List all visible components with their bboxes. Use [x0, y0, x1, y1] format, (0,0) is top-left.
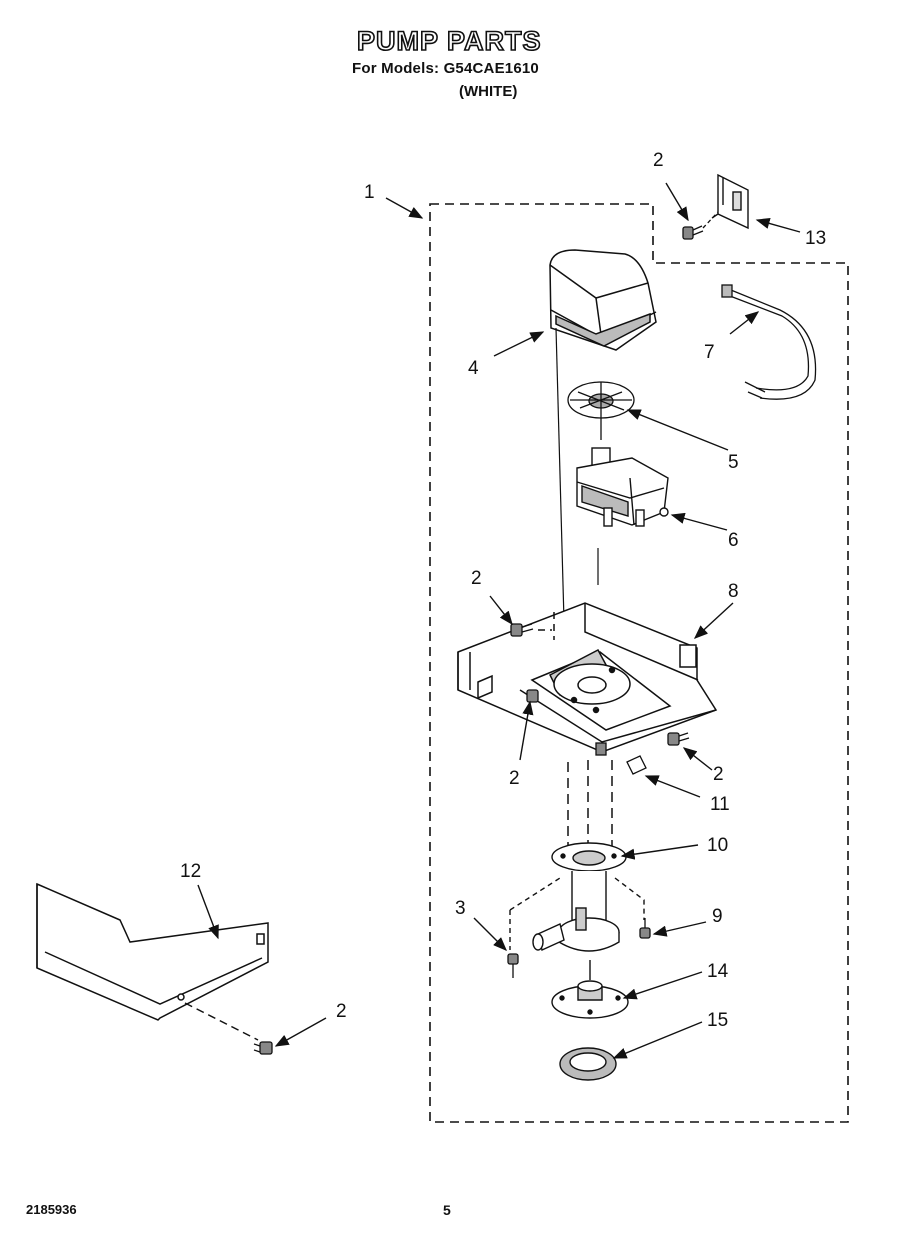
cover-panel-part-12 [36, 882, 269, 1041]
pump-cover-part-4 [549, 249, 657, 351]
callout-15: 15 [707, 1010, 728, 1031]
callout-6: 6 [728, 530, 739, 551]
screw-base-right [667, 732, 690, 746]
callout-11: 11 [710, 794, 730, 815]
wire-harness-part-7 [721, 284, 817, 400]
pump-body [509, 871, 645, 952]
callout-2-left-screw: 2 [471, 568, 482, 589]
base-plate-part-8 [457, 602, 718, 753]
callout-12: 12 [180, 861, 201, 882]
page-title: PUMP PARTS [356, 25, 542, 57]
screw-base-mid [526, 689, 539, 703]
callout-2-mid-left: 2 [509, 768, 520, 789]
screw-part-9 [639, 918, 651, 939]
callout-8: 8 [728, 581, 739, 602]
callout-7: 7 [704, 342, 715, 363]
footer-part-number: 2185936 [26, 1202, 77, 1217]
callout-2-top: 2 [653, 150, 664, 171]
callout-9: 9 [712, 906, 723, 927]
color-note: (WHITE) [459, 83, 518, 100]
callout-2-bottom-left: 2 [336, 1001, 347, 1022]
clip-part-11 [595, 742, 647, 775]
screw-base-left [510, 623, 534, 637]
gasket-part-15 [559, 1047, 617, 1081]
models-line: For Models: G54CAE1610 [352, 60, 539, 77]
fan-blade-part-5 [567, 381, 635, 440]
callout-1: 1 [364, 182, 375, 203]
callout-14: 14 [707, 961, 729, 982]
pump-shaft-dashes [567, 760, 613, 848]
screw-top [682, 211, 719, 240]
motor-part-6 [576, 447, 669, 527]
callout-2-mid-right: 2 [713, 764, 724, 785]
callout-4: 4 [468, 358, 479, 379]
callout-13: 13 [805, 228, 826, 249]
screw-panel [253, 1041, 273, 1055]
footer-page-number: 5 [443, 1202, 451, 1218]
leader-lines [197, 182, 801, 1059]
impeller-housing-part-14 [551, 960, 629, 1019]
callout-10: 10 [707, 835, 728, 856]
callout-5: 5 [728, 452, 739, 473]
bracket-part-13 [711, 173, 749, 230]
flange-part-10 [551, 842, 627, 872]
screw-part-3 [507, 953, 519, 978]
callout-3: 3 [455, 898, 466, 919]
